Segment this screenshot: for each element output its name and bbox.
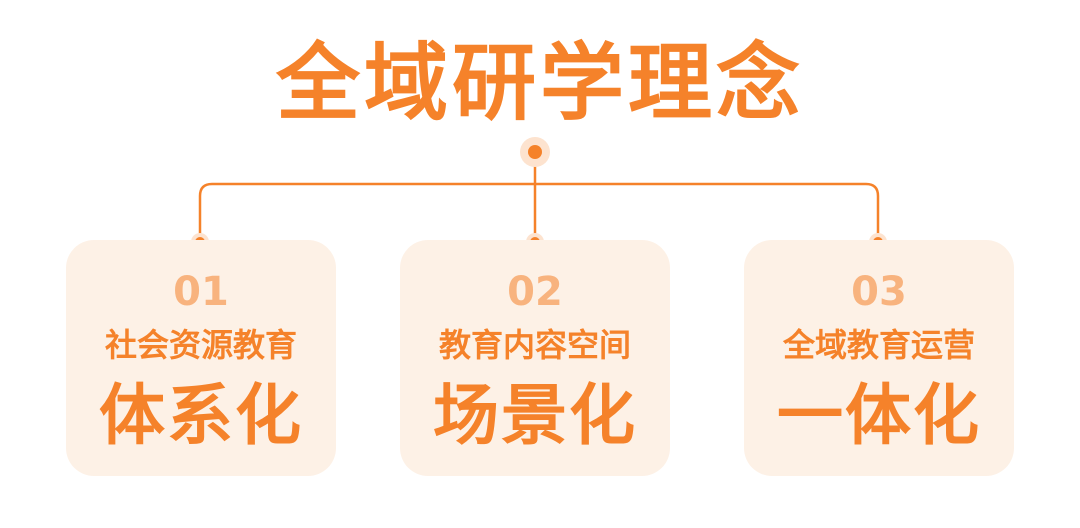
card-main-text: 体系化: [99, 377, 303, 454]
card-subtitle: 全域教育运营: [782, 326, 975, 364]
card-number: 01: [173, 269, 229, 315]
card-subtitle: 教育内容空间: [438, 326, 631, 364]
card-number: 02: [507, 269, 563, 315]
card-number: 03: [851, 269, 907, 315]
page-title: 全域研学理念: [275, 34, 804, 132]
card-main-text: 一体化: [777, 377, 981, 454]
card-main-text: 场景化: [433, 377, 637, 454]
card-subtitle: 社会资源教育: [104, 326, 297, 364]
card-02: 02 教育内容空间 场景化: [400, 240, 670, 476]
card-01: 01 社会资源教育 体系化: [66, 240, 336, 476]
root-node-dot: [528, 145, 542, 159]
card-03: 03 全域教育运营 一体化: [744, 240, 1014, 476]
